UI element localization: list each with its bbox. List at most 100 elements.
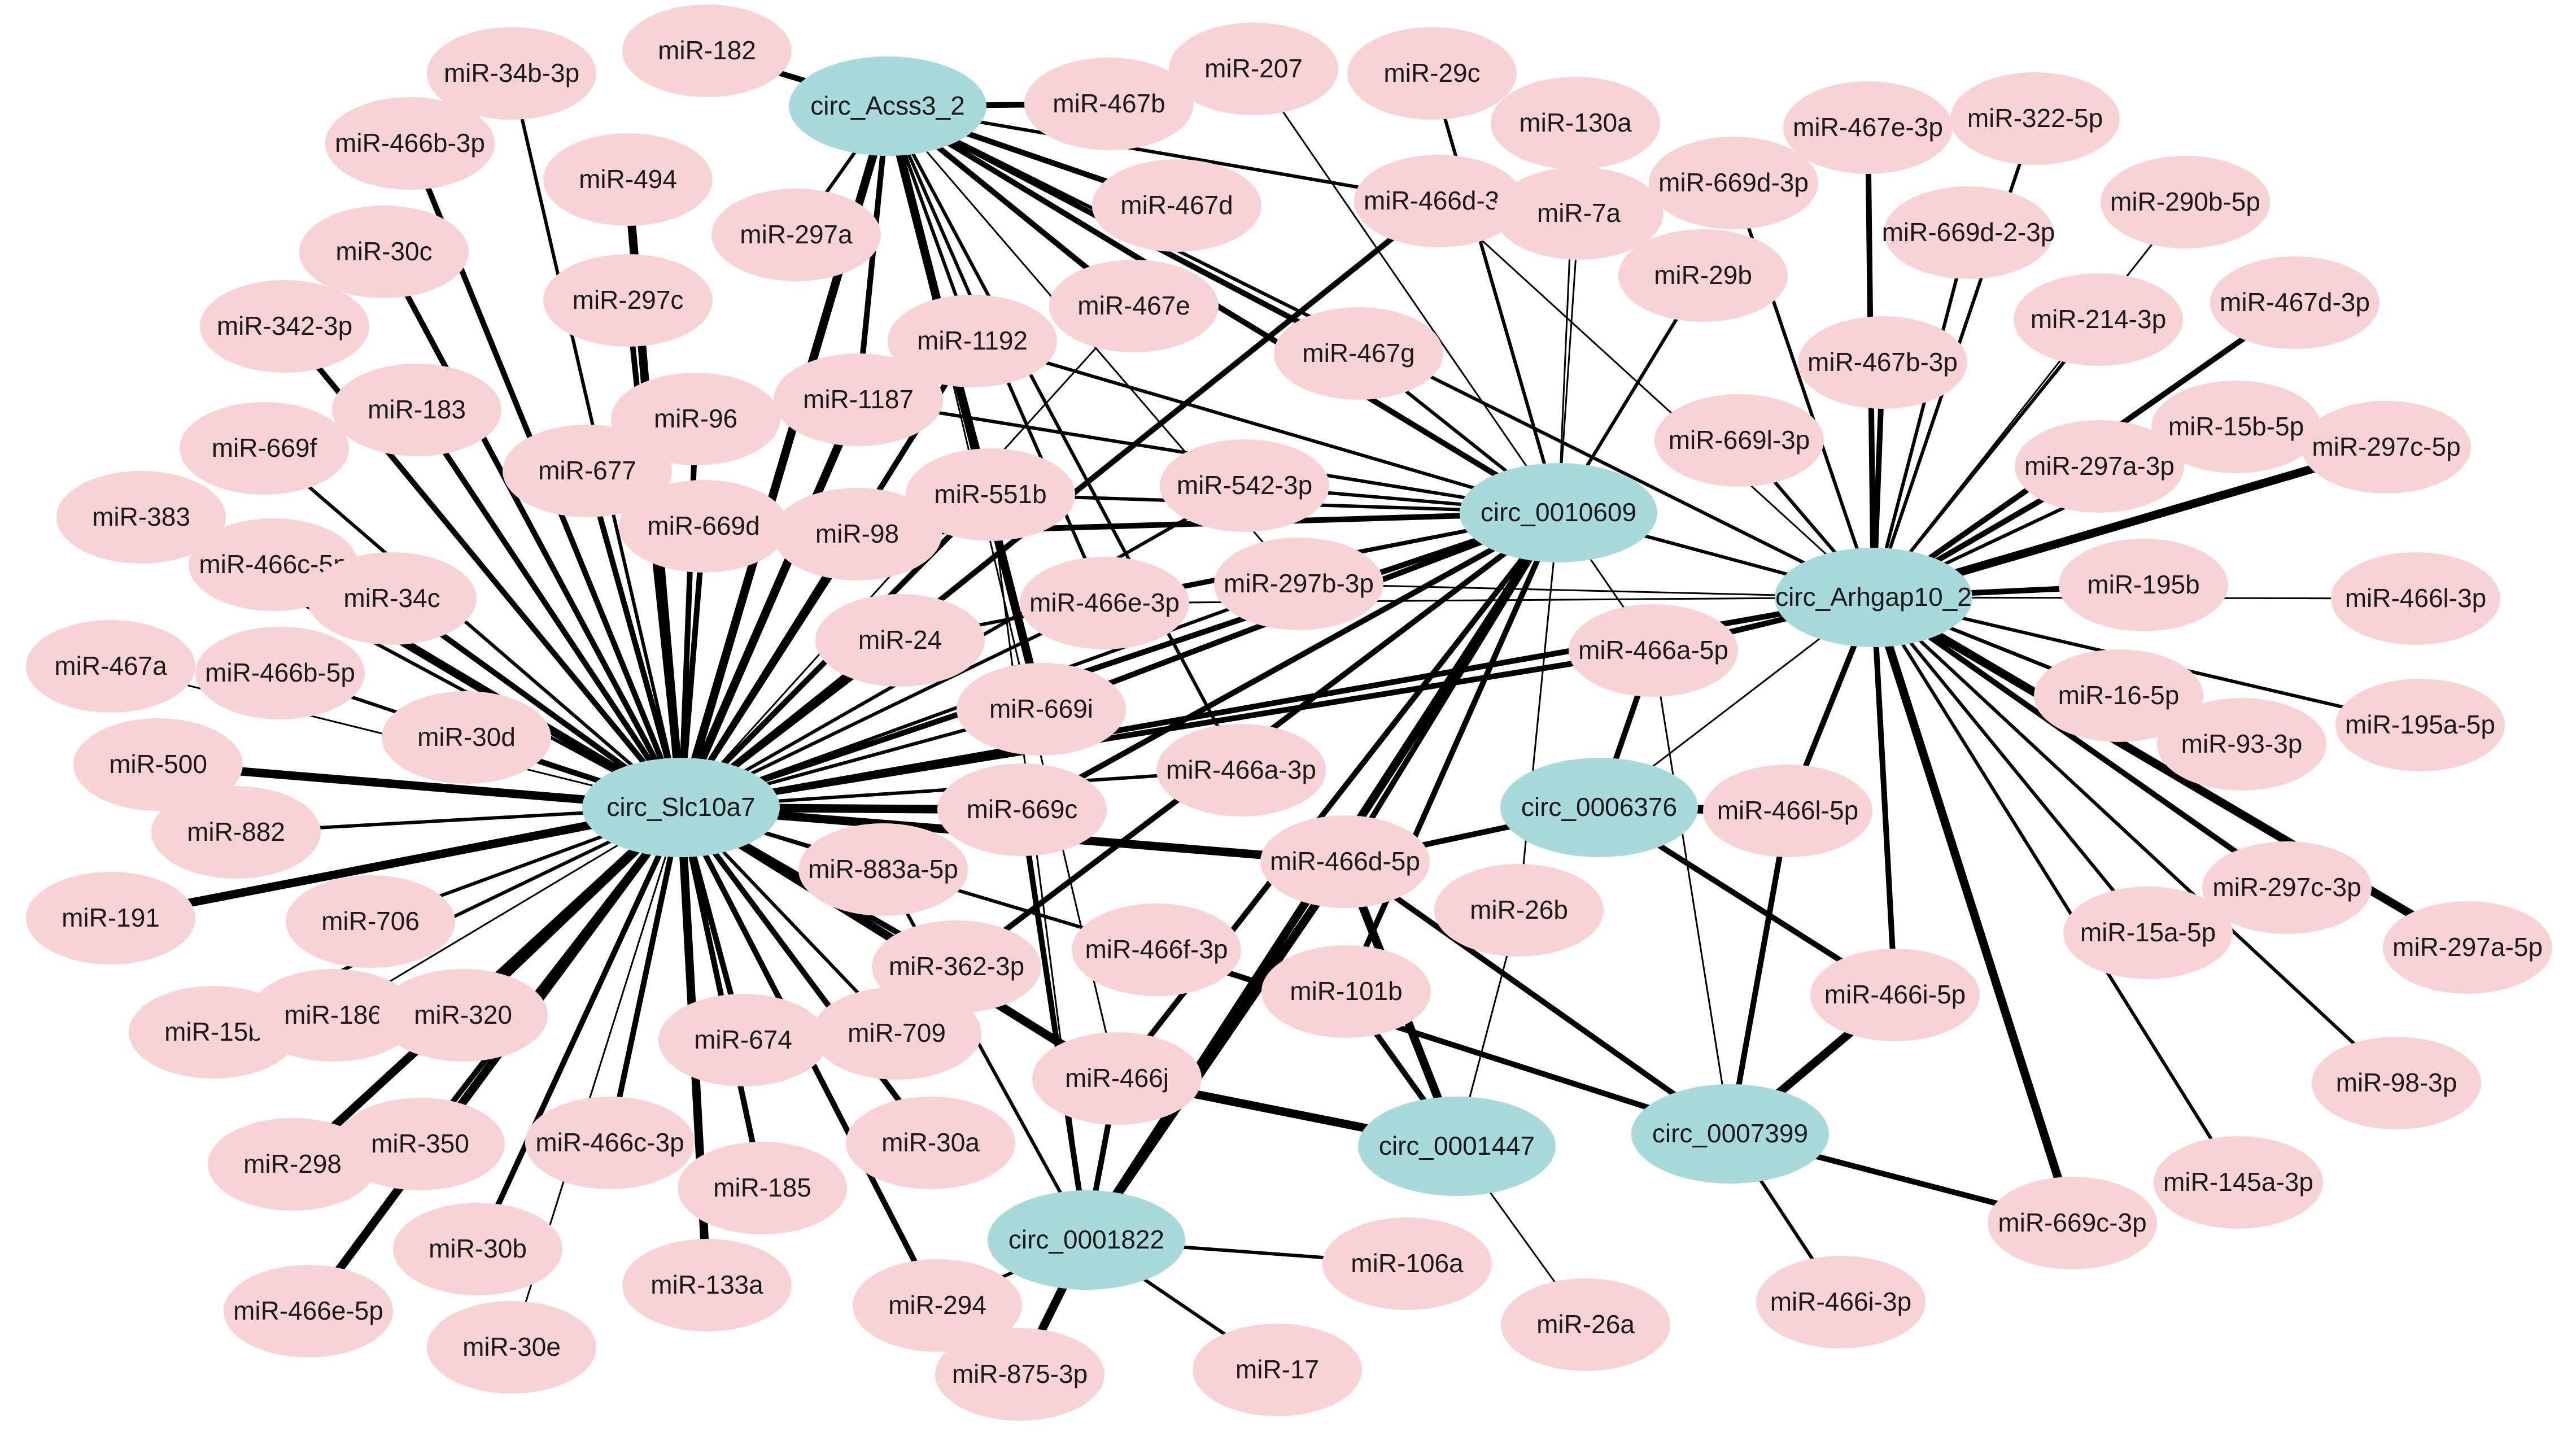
mirna-node-miR-466a-3p[interactable]: miR-466a-3p <box>1156 724 1326 817</box>
mirna-node-miR-383[interactable]: miR-383 <box>56 471 226 564</box>
mirna-node-miR-669l-3p[interactable]: miR-669l-3p <box>1654 394 1824 487</box>
mirna-node-miR-195a-5p[interactable]: miR-195a-5p <box>2335 679 2505 771</box>
mirna-node-miR-93-3p[interactable]: miR-93-3p <box>2157 698 2326 791</box>
mirna-node-miR-207[interactable]: miR-207 <box>1169 23 1338 115</box>
mirna-node-miR-882[interactable]: miR-882 <box>151 786 321 879</box>
mirna-node-miR-15a-5p[interactable]: miR-15a-5p <box>2063 887 2233 979</box>
mirna-node-miR-130a[interactable]: miR-130a <box>1491 77 1660 169</box>
mirna-node-miR-466b-5p[interactable]: miR-466b-5p <box>195 627 365 719</box>
mirna-node-miR-297a-5p[interactable]: miR-297a-5p <box>2383 901 2552 994</box>
mirna-node-miR-467b[interactable]: miR-467b <box>1024 58 1194 150</box>
mirna-node-miR-669c[interactable]: miR-669c <box>937 763 1107 856</box>
mirna-node-miR-467a[interactable]: miR-467a <box>26 620 195 713</box>
mirna-node-miR-466i-3p[interactable]: miR-466i-3p <box>1756 1256 1926 1348</box>
mirna-node-miR-290b-5p[interactable]: miR-290b-5p <box>2101 156 2270 248</box>
mirna-node-miR-551b[interactable]: miR-551b <box>906 448 1075 541</box>
mirna-node-miR-494[interactable]: miR-494 <box>543 133 713 226</box>
mirna-node-miR-17[interactable]: miR-17 <box>1193 1324 1362 1416</box>
mirna-node-miR-297a[interactable]: miR-297a <box>711 189 881 281</box>
mirna-node-miR-297b-3p[interactable]: miR-297b-3p <box>1214 538 1383 630</box>
mirna-node-miR-669d-2-3p[interactable]: miR-669d-2-3p <box>1882 186 2055 279</box>
mirna-node-miR-1192[interactable]: miR-1192 <box>888 295 1057 387</box>
mirna-node-miR-467b-3p[interactable]: miR-467b-3p <box>1798 316 1967 409</box>
mirna-node-miR-34b-3p[interactable]: miR-34b-3p <box>427 27 596 120</box>
mirna-node-miR-145a-3p[interactable]: miR-145a-3p <box>2154 1136 2323 1229</box>
mirna-node-miR-467d[interactable]: miR-467d <box>1092 159 1261 252</box>
mirna-node-miR-467e-3p[interactable]: miR-467e-3p <box>1783 81 1953 174</box>
mirna-node-miR-186[interactable]: miR-186 <box>248 969 418 1062</box>
mirna-node-miR-24[interactable]: miR-24 <box>815 594 985 687</box>
mirna-node-miR-706[interactable]: miR-706 <box>286 875 455 968</box>
circrna-node-circ_0010609[interactable]: circ_0010609 <box>1460 463 1657 562</box>
mirna-node-miR-298[interactable]: miR-298 <box>208 1118 377 1211</box>
mirna-node-miR-294[interactable]: miR-294 <box>853 1259 1022 1352</box>
mirna-node-miR-195b[interactable]: miR-195b <box>2059 539 2228 631</box>
mirna-node-miR-669c-3p[interactable]: miR-669c-3p <box>1988 1177 2157 1269</box>
mirna-node-miR-26b[interactable]: miR-26b <box>1434 864 1604 957</box>
circrna-node-circ_0001447[interactable]: circ_0001447 <box>1358 1097 1556 1196</box>
mirna-node-miR-185[interactable]: miR-185 <box>678 1142 847 1234</box>
circrna-node-circ_0007399[interactable]: circ_0007399 <box>1631 1084 1829 1184</box>
mirna-node-miR-466j[interactable]: miR-466j <box>1032 1032 1202 1125</box>
mirna-node-miR-466c-3p[interactable]: miR-466c-3p <box>525 1097 695 1189</box>
mirna-node-miR-29c[interactable]: miR-29c <box>1347 27 1517 120</box>
mirna-node-miR-322-5p[interactable]: miR-322-5p <box>1950 72 2120 165</box>
mirna-node-miR-297c-5p[interactable]: miR-297c-5p <box>2302 401 2471 494</box>
mirna-node-miR-467d-3p[interactable]: miR-467d-3p <box>2210 256 2379 349</box>
mirna-node-miR-466d-3p[interactable]: miR-466d-3p <box>1354 155 1523 247</box>
mirna-node-miR-500[interactable]: miR-500 <box>73 718 243 811</box>
mirna-node-miR-16-5p[interactable]: miR-16-5p <box>2034 649 2203 742</box>
mirna-node-miR-883a-5p[interactable]: miR-883a-5p <box>798 823 968 916</box>
mirna-node-miR-183[interactable]: miR-183 <box>332 364 501 456</box>
mirna-node-miR-467e[interactable]: miR-467e <box>1049 260 1219 352</box>
mirna-node-miR-875-3p[interactable]: miR-875-3p <box>935 1328 1104 1421</box>
mirna-node-miR-467g[interactable]: miR-467g <box>1274 307 1443 400</box>
mirna-node-miR-297a-3p[interactable]: miR-297a-3p <box>2015 420 2184 513</box>
mirna-node-miR-542-3p[interactable]: miR-542-3p <box>1160 439 1329 532</box>
mirna-node-miR-7a[interactable]: miR-7a <box>1494 167 1664 260</box>
mirna-node-miR-15b-5p[interactable]: miR-15b-5p <box>2151 381 2321 473</box>
mirna-node-miR-98-3p[interactable]: miR-98-3p <box>2312 1037 2481 1129</box>
mirna-node-miR-101b[interactable]: miR-101b <box>1261 945 1431 1038</box>
mirna-node-miR-98[interactable]: miR-98 <box>772 488 942 580</box>
mirna-node-miR-30d[interactable]: miR-30d <box>382 691 551 784</box>
mirna-node-miR-350[interactable]: miR-350 <box>335 1098 505 1190</box>
mirna-node-miR-30e[interactable]: miR-30e <box>427 1301 596 1394</box>
circrna-node-circ_Slc10a7[interactable]: circ_Slc10a7 <box>582 758 780 857</box>
mirna-node-miR-191[interactable]: miR-191 <box>26 872 195 964</box>
mirna-node-miR-466l-5p[interactable]: miR-466l-5p <box>1703 765 1872 857</box>
mirna-node-miR-29b[interactable]: miR-29b <box>1618 229 1788 322</box>
mirna-node-miR-320[interactable]: miR-320 <box>378 969 548 1062</box>
mirna-node-miR-34c[interactable]: miR-34c <box>307 552 477 645</box>
circrna-node-circ_Acss3_2[interactable]: circ_Acss3_2 <box>789 56 986 156</box>
mirna-node-miR-466e-3p[interactable]: miR-466e-3p <box>1020 557 1189 649</box>
mirna-node-miR-30c[interactable]: miR-30c <box>299 206 469 298</box>
circrna-node-circ_Arhgap10_2[interactable]: circ_Arhgap10_2 <box>1775 548 1972 647</box>
mirna-node-miR-297c-3p[interactable]: miR-297c-3p <box>2202 841 2372 934</box>
mirna-node-miR-182[interactable]: miR-182 <box>622 5 792 97</box>
mirna-node-miR-669d[interactable]: miR-669d <box>619 480 788 573</box>
mirna-node-miR-466i-5p[interactable]: miR-466i-5p <box>1810 949 1980 1041</box>
mirna-node-miR-709[interactable]: miR-709 <box>812 987 981 1080</box>
mirna-node-miR-297c[interactable]: miR-297c <box>543 254 713 347</box>
mirna-node-miR-342-3p[interactable]: miR-342-3p <box>200 280 369 373</box>
mirna-node-miR-133a[interactable]: miR-133a <box>622 1239 792 1331</box>
mirna-node-miR-1187[interactable]: miR-1187 <box>774 353 943 446</box>
mirna-node-miR-466f-3p[interactable]: miR-466f-3p <box>1072 903 1241 996</box>
mirna-node-miR-669f[interactable]: miR-669f <box>180 402 349 495</box>
mirna-node-miR-466l-3p[interactable]: miR-466l-3p <box>2331 552 2500 645</box>
mirna-node-miR-669d-3p[interactable]: miR-669d-3p <box>1649 137 1818 229</box>
mirna-node-miR-669i[interactable]: miR-669i <box>957 663 1126 756</box>
mirna-node-miR-466b-3p[interactable]: miR-466b-3p <box>325 97 495 190</box>
mirna-node-miR-214-3p[interactable]: miR-214-3p <box>2014 273 2183 366</box>
mirna-node-miR-106a[interactable]: miR-106a <box>1322 1217 1492 1310</box>
circrna-node-circ_0006376[interactable]: circ_0006376 <box>1500 758 1698 857</box>
mirna-node-miR-30a[interactable]: miR-30a <box>846 1097 1015 1189</box>
mirna-node-miR-674[interactable]: miR-674 <box>658 994 828 1086</box>
mirna-node-miR-466d-5p[interactable]: miR-466d-5p <box>1260 815 1430 908</box>
mirna-node-miR-30b[interactable]: miR-30b <box>393 1203 562 1295</box>
mirna-node-miR-466a-5p[interactable]: miR-466a-5p <box>1569 604 1738 697</box>
mirna-node-miR-677[interactable]: miR-677 <box>503 425 672 517</box>
mirna-node-miR-26a[interactable]: miR-26a <box>1501 1278 1670 1371</box>
circrna-node-circ_0001822[interactable]: circ_0001822 <box>988 1190 1185 1290</box>
